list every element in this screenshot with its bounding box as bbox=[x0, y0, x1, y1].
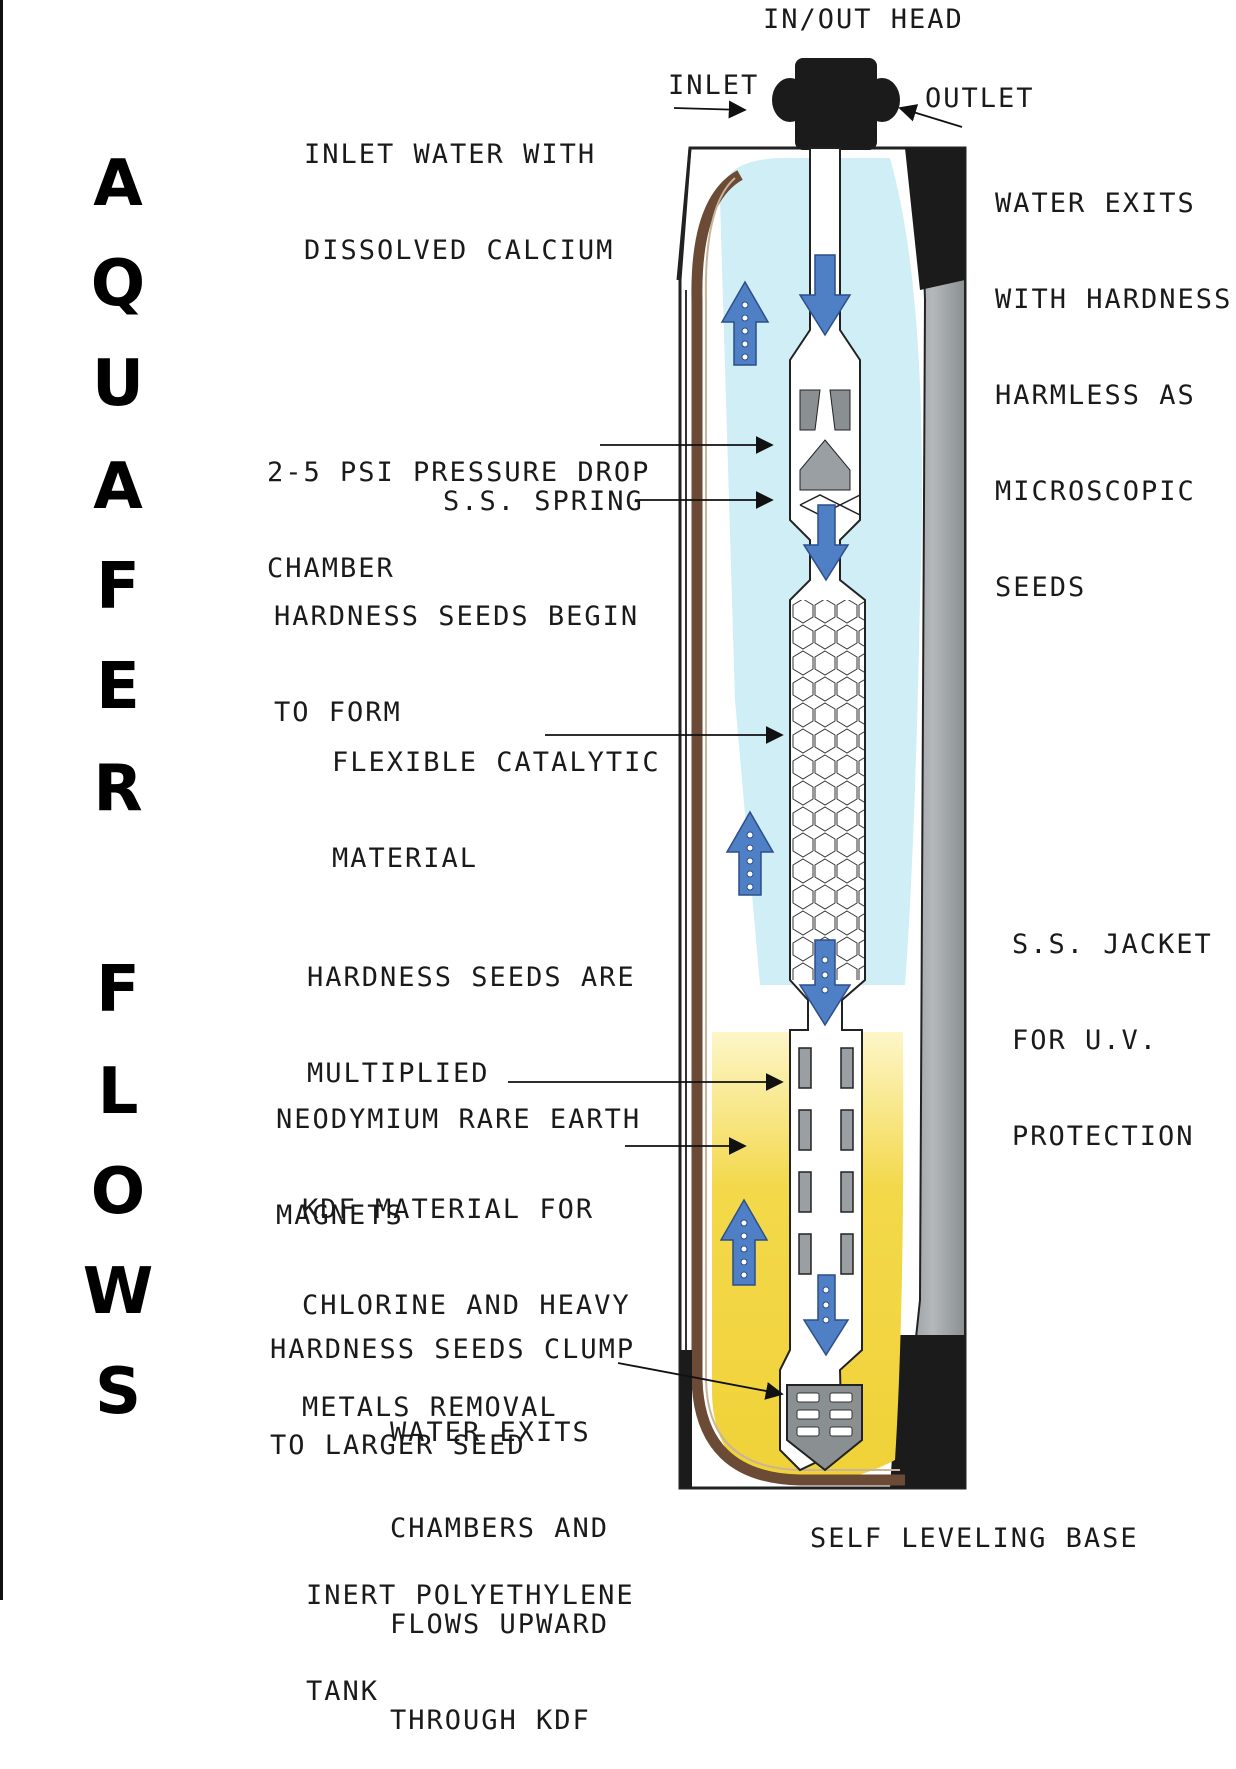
down-arrow bbox=[798, 939, 852, 1027]
label-line: PROTECTION bbox=[1012, 1121, 1195, 1152]
label-tank: INERT POLYETHYLENE TANK bbox=[306, 1516, 635, 1740]
flow-dots bbox=[740, 301, 830, 1324]
title-letter: U bbox=[92, 347, 144, 421]
exits-arrow bbox=[617, 1362, 784, 1400]
label-inlet: INLET bbox=[668, 70, 760, 101]
callout-arrows bbox=[508, 100, 963, 1400]
label-line: HARMLESS AS bbox=[995, 380, 1196, 411]
down-arrow bbox=[802, 1274, 850, 1357]
title-letter: R bbox=[93, 752, 143, 826]
label-line: CHAMBER bbox=[267, 553, 395, 584]
label-line: HARDNESS SEEDS CLUMP bbox=[270, 1334, 636, 1365]
down-arrow bbox=[798, 254, 852, 337]
title-letter: A bbox=[93, 147, 143, 221]
up-arrow bbox=[720, 280, 770, 366]
label-line: INLET WATER WITH bbox=[304, 139, 597, 170]
title-letter: O bbox=[90, 1155, 146, 1229]
label-line: MULTIPLIED bbox=[307, 1058, 490, 1089]
label-line: SEEDS bbox=[995, 572, 1087, 603]
polyethylene-tank-wall bbox=[691, 170, 905, 1486]
label-line: METALS REMOVAL bbox=[302, 1392, 558, 1423]
label-seeds-multiplied: HARDNESS SEEDS ARE MULTIPLIED bbox=[307, 898, 636, 1122]
label-catalytic: FLEXIBLE CATALYTIC MATERIAL bbox=[332, 683, 661, 907]
inlet-arrow bbox=[673, 100, 747, 119]
title-letter: A bbox=[93, 450, 143, 524]
filter-diagram bbox=[508, 58, 967, 1490]
label-line: 2-5 PSI PRESSURE DROP bbox=[267, 457, 651, 488]
label-inlet-water: INLET WATER WITH DISSOLVED CALCIUM bbox=[304, 75, 614, 299]
title-letter: E bbox=[96, 650, 140, 724]
label-line: FOR U.V. bbox=[1012, 1025, 1159, 1056]
title-letter: W bbox=[82, 1255, 154, 1329]
label-line: NEODYMIUM RARE EARTH bbox=[276, 1104, 642, 1135]
label-line: S.S. JACKET bbox=[1012, 929, 1213, 960]
title-letter: S bbox=[94, 1355, 142, 1429]
flow-arrows bbox=[719, 254, 852, 1357]
title-letter: L bbox=[97, 1055, 139, 1129]
title-letter: F bbox=[96, 550, 140, 624]
title-letter: Q bbox=[90, 247, 146, 321]
label-line: TANK bbox=[306, 1676, 380, 1707]
label-magnets: NEODYMIUM RARE EARTH MAGNETS bbox=[276, 1040, 641, 1264]
up-arrow bbox=[725, 810, 775, 896]
center-column bbox=[779, 147, 866, 1472]
label-line: INERT POLYETHYLENE bbox=[306, 1580, 635, 1611]
label-line: WATER EXITS bbox=[995, 188, 1196, 219]
label-spring: S.S. SPRING bbox=[443, 486, 644, 517]
down-arrow bbox=[802, 504, 850, 582]
label-water-exits: WATER EXITS WITH HARDNESS HARMLESS AS MI… bbox=[995, 124, 1232, 636]
label-line: MAGNETS bbox=[276, 1200, 404, 1231]
label-outlet: OUTLET bbox=[925, 83, 1035, 114]
label-base: SELF LEVELING BASE bbox=[810, 1523, 1139, 1554]
label-line: WATER EXITS bbox=[390, 1417, 591, 1448]
in-out-head bbox=[772, 58, 900, 150]
label-line: CHAMBERS AND bbox=[390, 1513, 610, 1544]
label-pressure-drop: 2-5 PSI PRESSURE DROP CHAMBER bbox=[267, 393, 650, 617]
label-line: TO FORM bbox=[274, 697, 402, 728]
label-line: CHLORINE AND HEAVY bbox=[302, 1290, 631, 1321]
label-line: HARDNESS SEEDS BEGIN bbox=[274, 601, 640, 632]
label-line: WITH HARDNESS bbox=[995, 284, 1233, 315]
label-seeds-begin: HARDNESS SEEDS BEGIN TO FORM bbox=[274, 537, 639, 761]
page-border bbox=[0, 0, 3, 1600]
label-line: DISSOLVED CALCIUM bbox=[304, 235, 615, 266]
title-letter: F bbox=[96, 953, 140, 1027]
label-kdf: KDF MATERIAL FOR CHLORINE AND HEAVY META… bbox=[302, 1130, 631, 1456]
up-arrow bbox=[719, 1198, 769, 1286]
label-line: KDF MATERIAL FOR bbox=[302, 1194, 595, 1225]
label-seeds-clump: HARDNESS SEEDS CLUMP TO LARGER SEED bbox=[270, 1270, 635, 1494]
label-line: TO LARGER SEED bbox=[270, 1430, 526, 1461]
label-line: HARDNESS SEEDS ARE bbox=[307, 962, 636, 993]
label-line: MATERIAL bbox=[332, 843, 479, 874]
label-line: FLEXIBLE CATALYTIC bbox=[332, 747, 661, 778]
label-line: MICROSCOPIC bbox=[995, 476, 1196, 507]
label-jacket: S.S. JACKET FOR U.V. PROTECTION bbox=[1012, 865, 1213, 1185]
outlet-arrow bbox=[898, 104, 963, 128]
ss-jacket bbox=[890, 147, 966, 1489]
label-in-out-head: IN/OUT HEAD bbox=[763, 4, 964, 35]
